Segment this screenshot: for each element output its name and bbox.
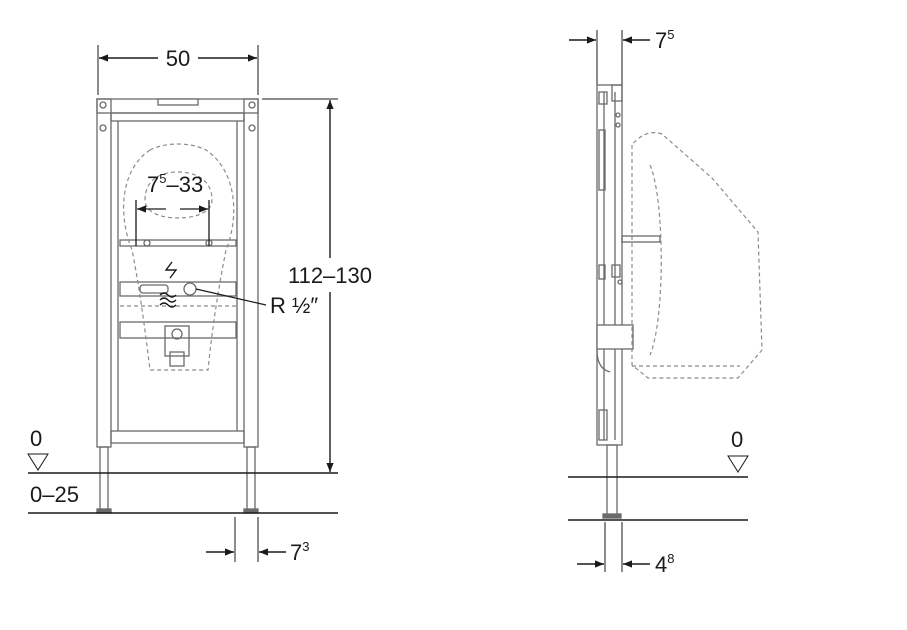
connection-leader xyxy=(195,288,267,306)
electric-symbol-icon xyxy=(164,261,178,279)
spout-dim-base: 7 xyxy=(147,172,159,197)
depth-dim-base: 7 xyxy=(655,28,667,53)
width-dim-label: 50 xyxy=(166,46,190,71)
side-leg xyxy=(602,444,622,519)
foot-dimension-side xyxy=(577,522,650,572)
water-symbol-icon xyxy=(159,292,177,308)
mounting-frame xyxy=(96,98,259,448)
floor-label-front: 0 xyxy=(30,426,42,451)
frame-profile xyxy=(596,84,661,446)
height-dim-label: 112–130 xyxy=(288,263,372,288)
width-dimension xyxy=(97,45,259,95)
floor-lines-side xyxy=(568,455,749,521)
spout-dim-rest: –33 xyxy=(166,172,203,197)
foot-dim-front-base: 7 xyxy=(290,540,302,565)
foot-dim-front-label: 73 xyxy=(290,539,309,565)
depth-dimension xyxy=(569,30,650,85)
urinal-outline-front xyxy=(120,143,236,371)
foot-dim-side-base: 4 xyxy=(655,552,667,577)
depth-dim-label: 75 xyxy=(655,27,674,53)
spout-dim-label: 75–33 xyxy=(147,171,203,197)
floor-lines-front xyxy=(27,453,338,514)
depth-dim-sup: 5 xyxy=(667,27,674,42)
foot-dim-side-sup: 8 xyxy=(667,551,674,566)
connection-label: R ½″ xyxy=(270,293,318,318)
floor-label-side: 0 xyxy=(731,427,743,452)
foot-dim-front-sup: 3 xyxy=(302,539,309,554)
front-view xyxy=(27,45,338,562)
foot-dimension-front xyxy=(206,517,286,562)
spout-dim-sup: 5 xyxy=(159,171,166,186)
frame-legs xyxy=(96,446,259,514)
floor-range-label: 0–25 xyxy=(30,482,79,507)
spout-range-dimension xyxy=(135,200,210,246)
urinal-outline-side xyxy=(631,132,763,379)
foot-dim-side-label: 48 xyxy=(655,551,674,577)
side-view xyxy=(568,30,763,572)
